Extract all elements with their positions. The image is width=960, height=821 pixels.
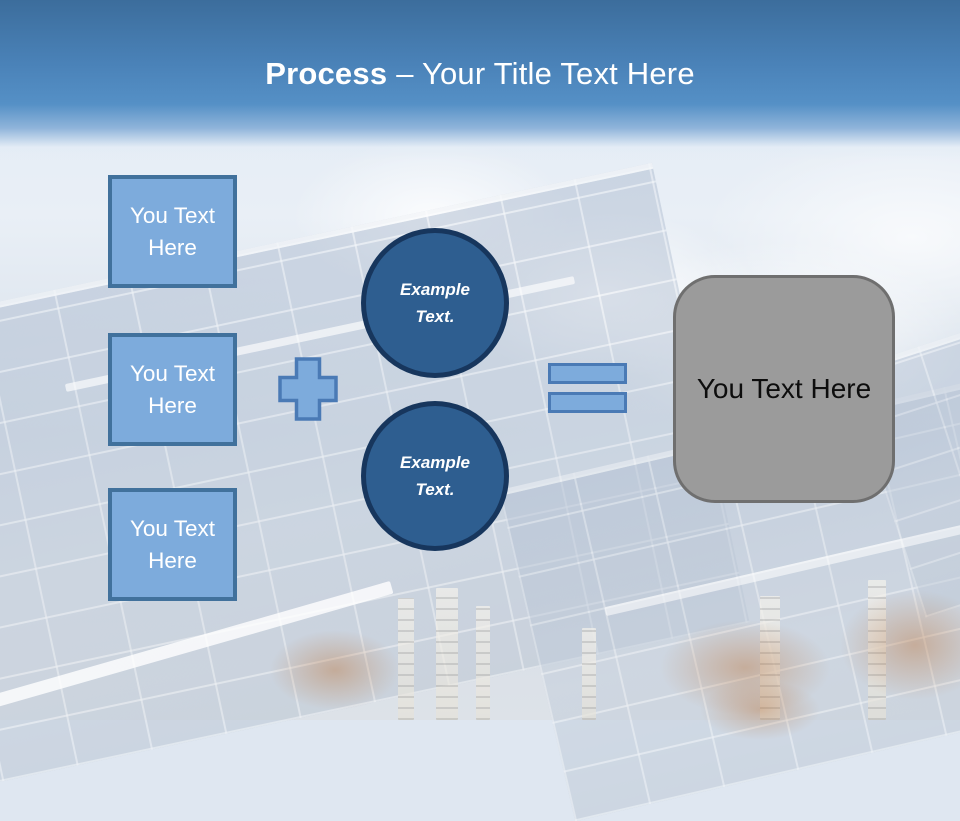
support-post <box>868 580 886 720</box>
example-circle-1-label: Example Text. <box>400 279 470 326</box>
ground-detail <box>840 590 960 700</box>
input-box-1[interactable]: You Text Here <box>108 175 237 288</box>
ground-detail <box>660 620 830 715</box>
slide-title-text: – Your Title Text Here <box>396 56 695 91</box>
slide-title[interactable]: Process– Your Title Text Here <box>0 56 960 92</box>
equals-icon[interactable] <box>548 363 627 384</box>
support-post <box>436 588 458 720</box>
slide-header-band <box>0 0 960 160</box>
support-post <box>398 598 414 720</box>
support-post <box>582 628 596 720</box>
plus-icon[interactable] <box>278 357 338 421</box>
example-circle-2-label: Example Text. <box>400 452 470 499</box>
example-circle-2[interactable]: Example Text. <box>361 401 509 551</box>
ground-detail <box>270 630 400 710</box>
slide-title-keyword: Process <box>265 56 388 91</box>
equals-icon[interactable] <box>548 392 627 413</box>
support-post <box>476 606 490 720</box>
support-post <box>760 596 780 720</box>
input-box-3[interactable]: You Text Here <box>108 488 237 601</box>
result-box[interactable]: You Text Here <box>673 275 895 503</box>
input-box-1-label: You Text Here <box>129 203 216 260</box>
input-box-3-label: You Text Here <box>129 516 216 573</box>
ground-detail <box>700 680 820 740</box>
example-circle-1[interactable]: Example Text. <box>361 228 509 378</box>
result-box-label: You Text Here <box>696 373 872 404</box>
input-box-2[interactable]: You Text Here <box>108 333 237 446</box>
input-box-2-label: You Text Here <box>129 361 216 418</box>
